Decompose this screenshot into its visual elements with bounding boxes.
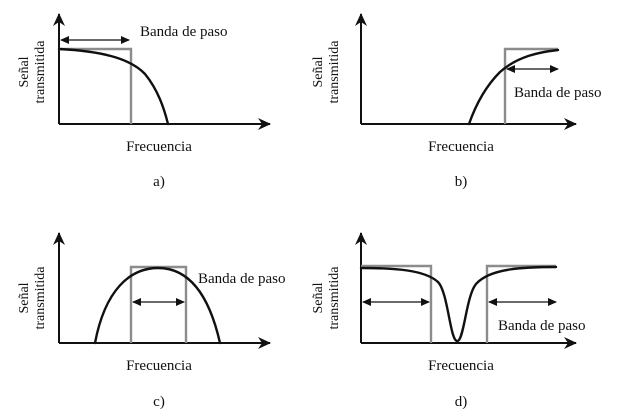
panel-a-ylabel-line2: transmitida — [33, 40, 48, 104]
panel-a-caption: a) — [153, 174, 165, 190]
panel-b-response-curve — [467, 48, 560, 126]
panel-c: Señal transmitida Banda de paso Frecuenc… — [17, 232, 285, 410]
panel-a-band-label: Banda de paso — [140, 24, 227, 40]
panel-b-xlabel: Frecuencia — [428, 139, 494, 155]
panel-d-ylabel-line2: transmitida — [327, 266, 342, 330]
panel-a: Señal transmitida Banda de paso Frecuenc… — [17, 13, 271, 190]
panel-b-band-label: Banda de paso — [514, 85, 601, 101]
panel-d-xlabel: Frecuencia — [428, 358, 494, 374]
panel-b-ylabel-line1: Señal — [311, 56, 326, 87]
panel-d-ideal-response — [361, 264, 556, 343]
panel-b-ideal-response — [503, 47, 558, 124]
panel-a-ylabel-line1: Señal — [17, 56, 32, 87]
panel-a-response-curve — [57, 47, 170, 126]
panel-d-caption: d) — [455, 394, 468, 410]
panel-c-caption: c) — [153, 394, 165, 410]
panel-c-ideal-response — [129, 265, 188, 343]
panel-d-band-label: Banda de paso — [498, 318, 585, 334]
panel-c-ylabel-line1: Señal — [17, 282, 32, 313]
panel-c-response-curve — [93, 266, 222, 345]
panel-d-ylabel-line1: Señal — [311, 282, 326, 313]
panel-d-response-curve — [359, 265, 558, 343]
panel-a-ideal-response — [59, 47, 133, 124]
panel-a-xlabel: Frecuencia — [126, 139, 192, 155]
panel-b-ylabel-line2: transmitida — [327, 40, 342, 104]
panel-c-xlabel: Frecuencia — [126, 358, 192, 374]
panel-c-ylabel-line2: transmitida — [33, 266, 48, 330]
panel-b: Señal transmitida Banda de paso Frecuenc… — [311, 13, 601, 190]
panel-b-caption: b) — [455, 174, 468, 190]
panel-c-band-label: Banda de paso — [198, 271, 285, 287]
panel-d: Señal transmitida Banda de paso Frecuenc… — [311, 232, 585, 410]
